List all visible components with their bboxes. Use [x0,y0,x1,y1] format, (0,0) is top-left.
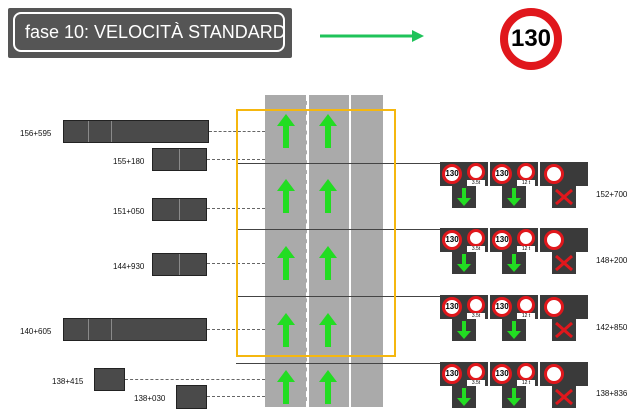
lane-arrow-icon [277,114,295,148]
no-vehicles-icon [544,164,564,184]
gantry-dash-line [209,131,265,132]
no-trucks-icon [467,163,485,181]
no-trucks-icon [517,363,535,381]
gantry-151-050 [152,198,207,221]
km-label: 144+930 [113,262,145,271]
green-arrow-down-icon [507,321,521,339]
lane-arrow-icon [319,313,337,347]
gantry-dash-line [207,159,265,160]
speed-sign-icon: 130 [492,297,512,317]
speed-sign-icon: 130 [442,230,462,250]
green-arrow-down-icon [457,254,471,272]
km-label: 148+200 [596,256,628,265]
lane-arrow-icon [277,370,295,404]
speed-sign-icon: 130 [492,230,512,250]
weight-plate: 3.5t [467,180,485,186]
lane-arrow-icon [277,179,295,213]
gantry-144-930 [152,253,207,276]
vms-panel-middle: 130 12 t [490,295,538,341]
speed-sign-icon: 130 [442,297,462,317]
red-cross-icon [555,188,573,206]
red-cross-icon [555,254,573,272]
vms-panel-left: 130 3.5t [440,295,488,341]
green-arrow-down-icon [507,388,521,406]
gantry-dash-line [207,208,265,209]
speed-sign-icon: 130 [442,164,462,184]
gantry-138-415 [94,368,125,391]
gantry-140-605 [63,318,207,341]
km-label: 138+415 [52,377,84,386]
gantry-line [236,363,442,364]
vms-panel-left: 130 3.5t [440,362,488,408]
lane-arrow-icon [319,246,337,280]
no-vehicles-icon [544,297,564,317]
km-label: 138+030 [134,394,166,403]
weight-plate: 12 t [517,313,535,319]
km-label: 155+180 [113,157,145,166]
no-trucks-icon [467,229,485,247]
vms-panel-left: 130 3.5t [440,228,488,274]
no-vehicles-icon [544,364,564,384]
gantry-138-030 [176,385,207,409]
vms-panel-middle: 130 12 t [490,228,538,274]
speed-limit-sign: 130 [500,8,562,70]
no-vehicles-icon [544,230,564,250]
no-trucks-icon [467,363,485,381]
vms-panel-right [540,228,588,274]
red-cross-icon [555,321,573,339]
km-label: 151+050 [113,207,145,216]
no-trucks-icon [467,296,485,314]
lane-arrow-icon [319,370,337,404]
weight-plate: 12 t [517,380,535,386]
lane-arrow-icon [277,246,295,280]
km-label: 140+605 [20,327,52,336]
green-arrow-down-icon [507,188,521,206]
phase-title: fase 10: VELOCITÀ STANDARD [13,12,286,52]
vms-panel-left: 130 3.5t [440,162,488,208]
no-trucks-icon [517,296,535,314]
weight-plate: 12 t [517,246,535,252]
lane-divider [306,95,308,407]
direction-arrow-icon [320,30,424,42]
green-arrow-down-icon [507,254,521,272]
gantry-155-180 [152,148,207,171]
lane-emergency [351,95,383,407]
green-arrow-down-icon [457,188,471,206]
phase-title-box: fase 10: VELOCITÀ STANDARD [8,8,292,58]
no-trucks-icon [517,163,535,181]
weight-plate: 3.5t [467,380,485,386]
gantry-dash-line [207,329,265,330]
vms-panel-right [540,295,588,341]
weight-plate: 12 t [517,180,535,186]
gantry-line [236,229,442,230]
red-cross-icon [555,388,573,406]
km-label: 156+595 [20,129,52,138]
vms-panel-right [540,162,588,208]
speed-sign-icon: 130 [442,364,462,384]
gantry-dash-line [125,379,265,380]
gantry-156-595 [63,120,209,143]
gantry-dash-line [207,263,265,264]
vms-panel-right [540,362,588,408]
km-label: 142+850 [596,323,628,332]
km-label: 138+836 [596,389,628,398]
gantry-dash-line [207,396,265,397]
speed-sign-icon: 130 [492,164,512,184]
green-arrow-down-icon [457,388,471,406]
no-trucks-icon [517,229,535,247]
gantry-line [236,296,442,297]
vms-panel-middle: 130 12 t [490,162,538,208]
weight-plate: 3.5t [467,246,485,252]
gantry-line [236,163,442,164]
weight-plate: 3.5t [467,313,485,319]
km-label: 152+700 [596,190,628,199]
lane-arrow-icon [319,179,337,213]
lane-arrow-icon [277,313,295,347]
green-arrow-down-icon [457,321,471,339]
speed-sign-icon: 130 [492,364,512,384]
vms-panel-middle: 130 12 t [490,362,538,408]
lane-arrow-icon [319,114,337,148]
